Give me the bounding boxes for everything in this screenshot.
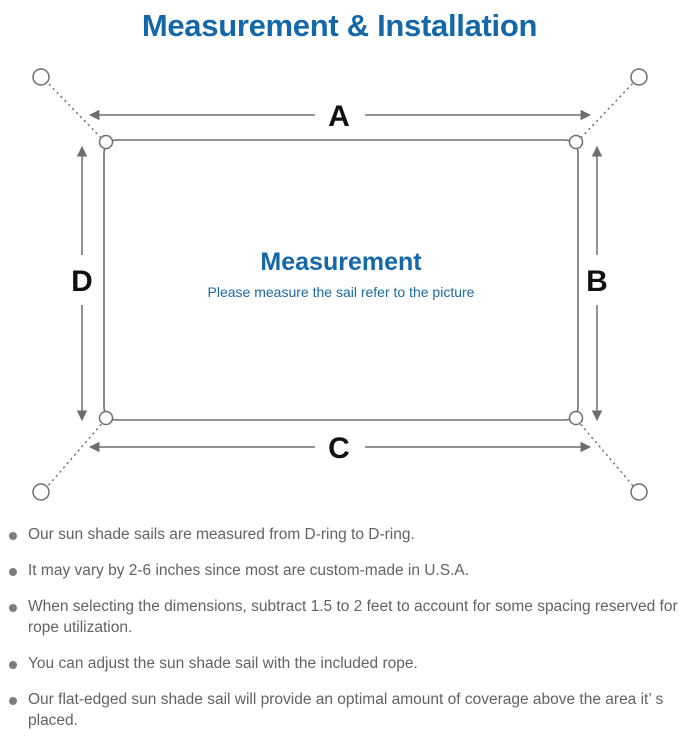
list-item: You can adjust the sun shade sail with t… (0, 654, 679, 675)
dimension-label-a: A (328, 100, 350, 133)
rope-lines (46, 81, 635, 488)
rope-top-left (46, 81, 106, 143)
notes-list: Our sun shade sails are measured from D-… (0, 525, 679, 746)
rope-bottom-left (46, 419, 106, 488)
bullet-icon (9, 696, 17, 705)
dimension-label-b: B (586, 265, 608, 298)
d-ring-top-right (568, 134, 584, 150)
note-text: You can adjust the sun shade sail with t… (28, 654, 418, 672)
anchor-point-bottom-left (32, 483, 50, 501)
d-ring-bottom-left (98, 410, 114, 426)
dimension-line-b: B (586, 145, 608, 422)
measurement-diagram: A C D B Measurement Please measure the s… (0, 50, 679, 520)
sail-label-measurement: Measurement (260, 248, 422, 276)
anchor-points (32, 68, 648, 501)
note-text: It may vary by 2-6 inches since most are… (28, 561, 470, 579)
note-text: When selecting the dimensions, subtract … (28, 597, 678, 636)
dimension-line-a: A (88, 100, 592, 133)
page-title: Measurement & Installation (141, 8, 538, 43)
list-item: Our flat-edged sun shade sail will provi… (0, 690, 679, 732)
list-item: Our sun shade sails are measured from D-… (0, 525, 679, 546)
bullet-icon (9, 603, 17, 612)
anchor-point-bottom-right (630, 483, 648, 501)
sail-diagram-svg: A C D B Measurement Please measure the s… (32, 68, 648, 501)
dimension-line-c: C (88, 432, 592, 465)
note-text: Our sun shade sails are measured from D-… (28, 526, 415, 543)
note-text: Our flat-edged sun shade sail will provi… (28, 690, 664, 729)
sail-body (103, 139, 579, 421)
anchor-point-top-left (32, 68, 50, 86)
list-item: When selecting the dimensions, subtract … (0, 597, 679, 639)
d-ring-bottom-right (568, 410, 584, 426)
d-rings (98, 134, 584, 426)
dimension-label-d: D (71, 265, 93, 298)
dimension-label-c: C (328, 432, 350, 465)
list-item: It may vary by 2-6 inches since most are… (0, 561, 679, 582)
anchor-point-top-right (630, 68, 648, 86)
dimension-line-d: D (71, 145, 93, 422)
rope-top-right (576, 81, 635, 143)
bullet-icon (9, 532, 17, 540)
sail-sublabel-instruction: Please measure the sail refer to the pic… (208, 284, 475, 300)
bullet-icon (9, 660, 17, 669)
d-ring-top-left (98, 134, 114, 150)
rope-bottom-right (576, 419, 635, 488)
bullet-icon (9, 567, 17, 576)
